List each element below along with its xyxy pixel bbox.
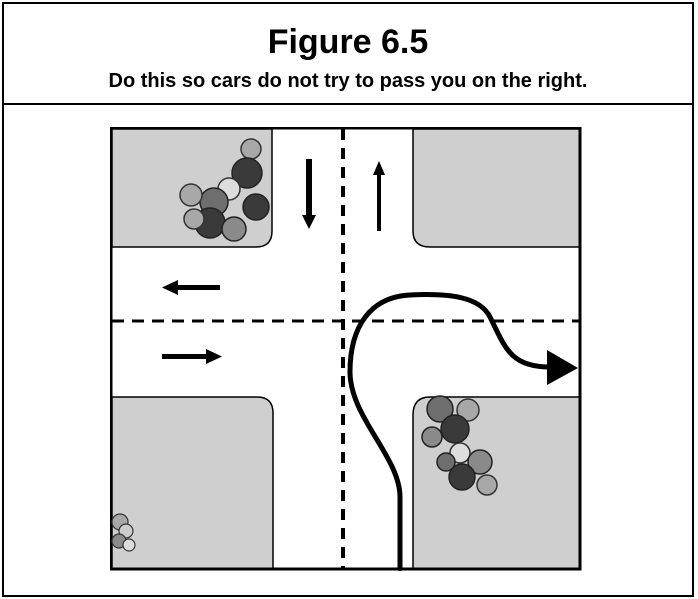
arrow-right-icon: [162, 349, 222, 364]
diagram-border: [110, 127, 582, 571]
figure-header: Figure 6.5 Do this so cars do not try to…: [4, 4, 692, 105]
figure-title: Figure 6.5: [267, 23, 429, 61]
figure-caption: Do this so cars do not try to pass you o…: [108, 70, 588, 92]
tree-cluster-icon: [421, 395, 498, 496]
arrow-down-icon: [302, 159, 316, 229]
corner-block-top-right: [412, 128, 581, 248]
intersection-diagram: [110, 127, 590, 571]
arrow-up-icon: [373, 161, 385, 231]
arrow-left-icon: [162, 280, 220, 295]
tree-cluster-icon: [179, 138, 270, 242]
corner-block-bottom-left: [111, 396, 274, 570]
turn-path-icon: [347, 292, 578, 571]
tree-cluster-icon: [111, 513, 136, 552]
